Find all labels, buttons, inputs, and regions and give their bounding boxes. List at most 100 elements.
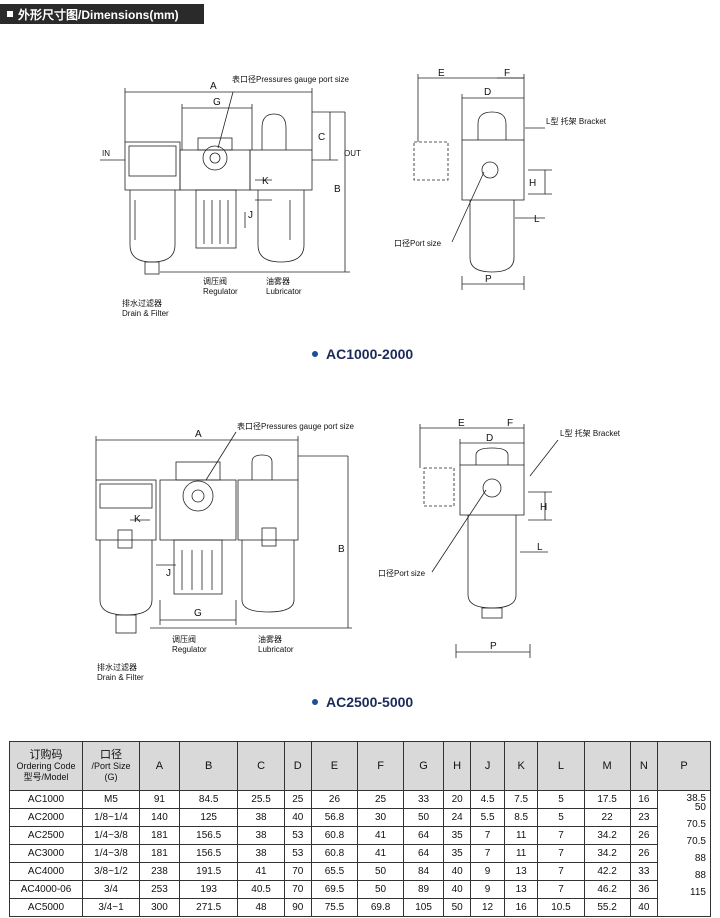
table-cell-val: 300 bbox=[139, 898, 180, 917]
table-cell-val: 11 bbox=[503, 844, 539, 863]
col-n-header: N bbox=[629, 741, 659, 791]
table-cell-val: 5 bbox=[537, 790, 585, 809]
table-cell-val: 238 bbox=[139, 862, 180, 881]
table-cell-val: 7 bbox=[537, 880, 585, 899]
table-cell-val: 65.5 bbox=[310, 862, 359, 881]
table-cell-model: AC2000 bbox=[9, 808, 83, 827]
dim-a-label: A bbox=[210, 81, 217, 92]
drain-cn-label: 排水过滤器 bbox=[122, 298, 162, 308]
table-cell-val: 34.2 bbox=[583, 844, 631, 863]
table-cell-val: 64 bbox=[403, 826, 444, 845]
table-cell-val: 181 bbox=[139, 844, 180, 863]
table-cell-val: 11 bbox=[503, 826, 539, 845]
table-cell-val: 60.8 bbox=[310, 844, 359, 863]
dim-d-side-label: D bbox=[486, 433, 493, 444]
table-cell-port: 1/4~3/8 bbox=[82, 844, 140, 863]
dim-f-side-label: F bbox=[507, 418, 513, 429]
table-cell-val: 10.5 bbox=[537, 898, 585, 917]
col-e-header: E bbox=[310, 741, 359, 791]
table-cell-val: 23 bbox=[629, 808, 659, 827]
table-cell-val: 60.8 bbox=[310, 826, 359, 845]
col-l-header: L bbox=[537, 741, 585, 791]
col-j-header: J bbox=[470, 741, 505, 791]
section-header: 外形尺寸图/Dimensions(mm) bbox=[0, 4, 204, 24]
caption-ac1000-2000: AC1000-2000 bbox=[312, 346, 413, 362]
col-a-header: A bbox=[139, 741, 180, 791]
table-cell-val: 50 bbox=[357, 862, 405, 881]
diagram-ac2500-5000: A G B K J 表口径Pressures gauge port size 调… bbox=[95, 418, 621, 682]
table-cell-val: 13 bbox=[503, 880, 539, 899]
table-cell-val: 20 bbox=[442, 790, 472, 809]
drain-cn-label: 排水过滤器 bbox=[97, 662, 137, 672]
col-p-header: P bbox=[657, 741, 711, 791]
table-cell-val: 7 bbox=[470, 826, 505, 845]
caption-bullet-icon bbox=[312, 351, 318, 357]
table-cell-val: 17.5 bbox=[583, 790, 631, 809]
table-cell-val: 7 bbox=[537, 844, 585, 863]
dim-e-side-label: E bbox=[458, 418, 465, 429]
dim-e-side-label: E bbox=[438, 68, 445, 79]
col-b-header: B bbox=[178, 741, 239, 791]
dim-a-label: A bbox=[195, 429, 202, 440]
section-title: 外形尺寸图/Dimensions(mm) bbox=[18, 7, 179, 22]
caption-ac2500-5000: AC2500-5000 bbox=[312, 694, 413, 710]
table-cell-val: 50 bbox=[442, 898, 472, 917]
table-cell-val: 53 bbox=[283, 826, 312, 845]
regulator-en-label: Regulator bbox=[172, 645, 207, 654]
dim-g-label: G bbox=[213, 97, 221, 108]
gauge-port-label: 表口径Pressures gauge port size bbox=[232, 74, 349, 84]
dim-l-side-label: L bbox=[534, 214, 540, 225]
table-cell-port: 3/4 bbox=[82, 880, 140, 899]
lubricator-en-label: Lubricator bbox=[258, 645, 294, 654]
table-cell-val: 26 bbox=[629, 844, 659, 863]
dim-h-side-label: H bbox=[540, 502, 547, 513]
col-f-header: F bbox=[357, 741, 405, 791]
table-cell-val: 89 bbox=[403, 880, 444, 899]
bracket-label: L型 托架 Bracket bbox=[560, 428, 621, 438]
table-cell-val: 7.5 bbox=[503, 790, 539, 809]
table-cell-val: 4.5 bbox=[470, 790, 505, 809]
p-value: 50 bbox=[694, 802, 706, 813]
table-cell-model: AC2500 bbox=[9, 826, 83, 845]
table-cell-val: 25 bbox=[357, 790, 405, 809]
table-cell-val: 12 bbox=[470, 898, 505, 917]
table-cell-val: 5 bbox=[537, 808, 585, 827]
table-cell-port: 3/4~1 bbox=[82, 898, 140, 917]
col-model-header: 订购码 Ordering Code 型号/Model bbox=[9, 741, 83, 791]
in-label: IN bbox=[102, 149, 110, 158]
table-cell-val: 9 bbox=[470, 862, 505, 881]
dim-k-label: K bbox=[262, 176, 269, 187]
table-cell-val: 13 bbox=[503, 862, 539, 881]
col-g-header: G bbox=[403, 741, 444, 791]
col-c-header: C bbox=[237, 741, 285, 791]
table-cell-port: 1/8~1/4 bbox=[82, 808, 140, 827]
table-cell-val: 22 bbox=[583, 808, 631, 827]
diagram-ac1000-2000: A G C B K J IN OUT 表口径Pressures gauge po… bbox=[100, 68, 607, 318]
table-cell-val: 90 bbox=[283, 898, 312, 917]
p-value: 70.5 bbox=[686, 836, 706, 847]
dim-c-label: C bbox=[318, 132, 325, 143]
table-cell-val: 156.5 bbox=[178, 826, 239, 845]
lubricator-cn-label: 油雾器 bbox=[266, 276, 290, 286]
table-cell-val: 38 bbox=[237, 826, 285, 845]
gauge-port-label: 表口径Pressures gauge port size bbox=[237, 421, 354, 431]
table-cell-val: 70 bbox=[283, 880, 312, 899]
table-cell-val: 50 bbox=[357, 880, 405, 899]
table-cell-val: 33 bbox=[403, 790, 444, 809]
table-cell-val: 16 bbox=[629, 790, 659, 809]
table-cell-val: 7 bbox=[470, 844, 505, 863]
p-value: 70.5 bbox=[686, 819, 706, 830]
col-m-header: M bbox=[583, 741, 631, 791]
dim-p-side-label: P bbox=[485, 274, 492, 285]
table-cell-val: 8.5 bbox=[503, 808, 539, 827]
table-cell-val: 40 bbox=[442, 880, 472, 899]
table-cell-val: 40 bbox=[283, 808, 312, 827]
bracket-label: L型 托架 Bracket bbox=[546, 116, 607, 126]
col-h-header: H bbox=[442, 741, 472, 791]
table-cell-val: 191.5 bbox=[178, 862, 239, 881]
table-cell-val: 91 bbox=[139, 790, 180, 809]
